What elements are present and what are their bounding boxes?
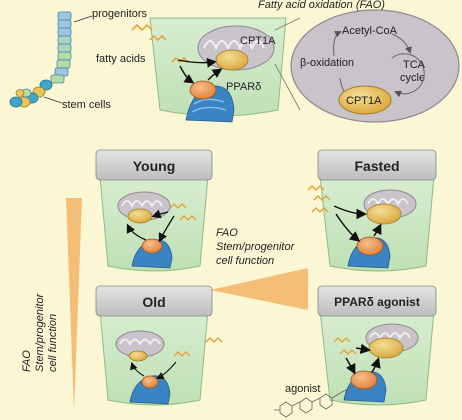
fao-cpt1a-protein-icon	[338, 85, 392, 115]
crypt-illustration: progenitors stem cells	[9, 8, 148, 111]
label-agonist: agonist	[285, 383, 320, 395]
left-label-line2: Stem/progenitor	[34, 292, 46, 372]
label-fatty-acids: fatty acids	[96, 53, 146, 65]
center-gradient-label: FAO Stem/progenitor cell function	[216, 227, 296, 267]
agonist-molecule-icon	[274, 385, 355, 418]
label-ppard-agonist: PPARδ agonist	[334, 295, 420, 309]
ppard-protein-icon	[189, 80, 217, 100]
fatty-acid-icon	[149, 34, 167, 42]
young-label-box	[95, 149, 213, 181]
center-label-line3: cell function	[216, 255, 274, 267]
fatty-acid-icon	[173, 350, 191, 358]
cpt1a-protein-icon	[128, 350, 148, 362]
center-label-line1: FAO	[216, 227, 238, 239]
old-cell: Old	[95, 285, 223, 406]
label-cpt1a: CPT1A	[240, 35, 276, 47]
fasted-cell: Fasted	[307, 149, 437, 272]
agonist-label-box	[317, 285, 437, 317]
fatty-acid-icon	[171, 56, 189, 64]
left-label-line3: cell function	[47, 314, 59, 372]
agonist-cell: PPARδ agonist agonist	[274, 285, 437, 418]
fatty-acid-icon	[339, 348, 357, 356]
stem-cells	[9, 79, 53, 108]
label-old: Old	[142, 294, 165, 310]
young-cell: Young	[95, 149, 213, 272]
old-label-box	[95, 285, 213, 317]
fao-panel: Fatty acid oxidation (FAO) Acetyl-CoA β-…	[258, 0, 460, 123]
ppard-protein-icon	[141, 375, 159, 389]
progenitor-cells	[50, 11, 72, 84]
label-fao-cpt1a: CPT1A	[346, 95, 382, 107]
fatty-acid-icon	[205, 336, 223, 344]
fatty-acid-icon	[169, 202, 187, 210]
stem-cells-pointer	[43, 96, 63, 104]
ppard-protein-icon	[350, 370, 378, 390]
fatty-acid-icon	[307, 184, 325, 192]
cpt1a-protein-icon	[366, 203, 402, 225]
label-acetyl-coa: Acetyl-CoA	[342, 25, 398, 37]
fasted-label-box	[317, 149, 437, 181]
cpt1a-protein-icon	[215, 49, 249, 71]
fao-mitochondrion-icon	[290, 9, 460, 123]
fatty-acid-icon	[131, 23, 153, 32]
cpt1a-protein-icon	[368, 337, 404, 359]
label-ppard: PPARδ	[226, 81, 261, 93]
fao-title: Fatty acid oxidation (FAO)	[258, 0, 385, 11]
ppard-protein-icon	[141, 238, 163, 254]
cpt1a-protein-icon	[127, 208, 153, 224]
fatty-acid-icon	[313, 194, 331, 202]
left-label-line1: FAO	[21, 350, 33, 372]
fatty-acid-icon	[179, 214, 197, 222]
label-tca-line2: cycle	[400, 72, 425, 84]
left-gradient-triangle	[66, 198, 82, 412]
label-beta-oxidation: β-oxidation	[300, 57, 354, 69]
center-gradient-triangle	[210, 268, 308, 310]
left-gradient-label: FAO Stem/progenitor cell function	[21, 292, 59, 372]
fatty-acid-icon	[333, 336, 351, 344]
label-progenitors: progenitors	[92, 8, 148, 20]
center-label-line2: Stem/progenitor	[216, 241, 296, 253]
label-young: Young	[133, 158, 176, 174]
label-fasted: Fasted	[354, 158, 399, 174]
top-cell-diagram: fatty acids CPT1A PPARδ	[96, 17, 287, 123]
fatty-acid-icon	[311, 206, 329, 214]
progenitors-pointer	[73, 15, 93, 23]
label-stem-cells: stem cells	[62, 99, 111, 111]
ppard-protein-icon	[356, 236, 384, 256]
